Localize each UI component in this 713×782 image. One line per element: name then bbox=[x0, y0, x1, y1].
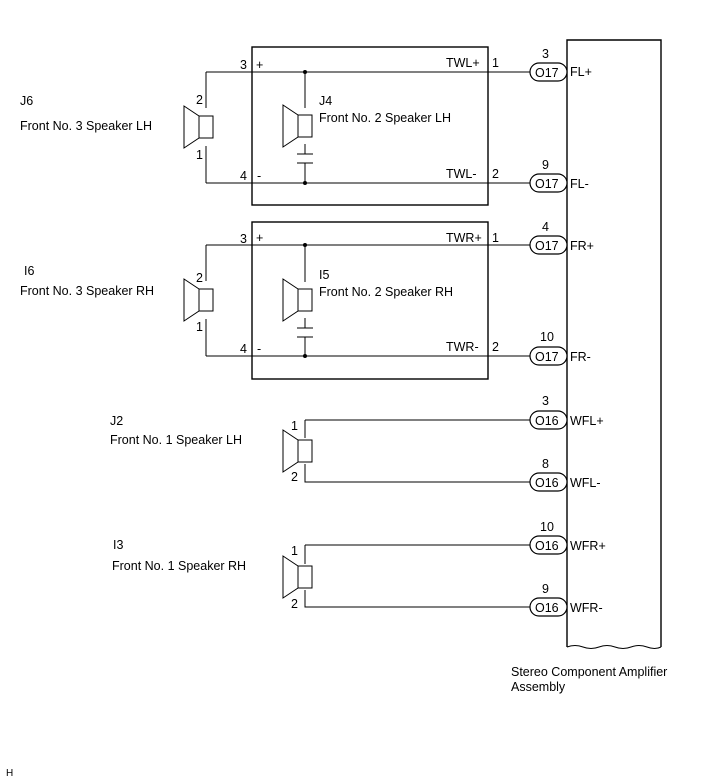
amp-terminal-label: WFR- bbox=[570, 601, 603, 615]
group-rh-woofer: I3 Front No. 1 Speaker RH 1 2 10 O16 WFR… bbox=[112, 520, 606, 617]
amp-pin: 4 bbox=[542, 220, 549, 234]
box-pin-4: 4 bbox=[240, 342, 247, 356]
amp-pin: 10 bbox=[540, 520, 554, 534]
term-pos-label: TWL+ bbox=[446, 56, 480, 70]
stereo-component-amplifier: Stereo Component Amplifier Assembly bbox=[511, 39, 667, 694]
i6-pin-top: 2 bbox=[196, 271, 203, 285]
speaker-icon bbox=[183, 278, 214, 322]
j4-speaker-box bbox=[251, 46, 489, 206]
j4-code: J4 bbox=[319, 94, 332, 108]
amplifier-label-line2: Assembly bbox=[511, 680, 566, 694]
group-lh-woofer: J2 Front No. 1 Speaker LH 1 2 3 O16 WFL+… bbox=[110, 394, 604, 492]
connector-label: O17 bbox=[535, 177, 559, 191]
term-pos-pin: 1 bbox=[492, 56, 499, 70]
amp-terminal-label: WFL- bbox=[570, 476, 601, 490]
i3-name: Front No. 1 Speaker RH bbox=[112, 559, 246, 573]
connector-label: O17 bbox=[535, 350, 559, 364]
i6-pin-bottom: 1 bbox=[196, 320, 203, 334]
connector-label: O16 bbox=[535, 539, 559, 553]
amp-pin: 9 bbox=[542, 158, 549, 172]
corner-mark: H bbox=[6, 768, 13, 779]
term-neg-pin: 2 bbox=[492, 340, 499, 354]
j2-name: Front No. 1 Speaker LH bbox=[110, 433, 242, 447]
j6-code: J6 bbox=[20, 94, 33, 108]
connector-label: O16 bbox=[535, 476, 559, 490]
amp-terminal-label: WFL+ bbox=[570, 414, 604, 428]
j6-name: Front No. 3 Speaker LH bbox=[20, 119, 152, 133]
speaker-icon bbox=[282, 278, 313, 322]
amp-terminal-label: FL- bbox=[570, 177, 589, 191]
amp-terminal-label: FR- bbox=[570, 350, 591, 364]
amp-pin: 9 bbox=[542, 582, 549, 596]
i6-code: I6 bbox=[24, 264, 34, 278]
amp-pin: 10 bbox=[540, 330, 554, 344]
term-neg-label: TWR- bbox=[446, 340, 479, 354]
box-pin-3: 3 bbox=[240, 232, 247, 246]
i5-speaker-box bbox=[251, 221, 489, 380]
amp-pin: 3 bbox=[542, 394, 549, 408]
speaker-icon bbox=[282, 429, 313, 473]
term-neg-pin: 2 bbox=[492, 167, 499, 181]
amp-terminal-label: FL+ bbox=[570, 65, 592, 79]
amp-terminal-label: WFR+ bbox=[570, 539, 606, 553]
j6-pin-bottom: 1 bbox=[196, 148, 203, 162]
term-pos-pin: 1 bbox=[492, 231, 499, 245]
j2-code: J2 bbox=[110, 414, 123, 428]
term-pos-label: TWR+ bbox=[446, 231, 482, 245]
amp-pin: 8 bbox=[542, 457, 549, 471]
j6-pin-top: 2 bbox=[196, 93, 203, 107]
box-pin-3: 3 bbox=[240, 58, 247, 72]
group-rh-tweeter: I6 Front No. 3 Speaker RH 2 1 I5 Front N… bbox=[20, 220, 594, 380]
i3-pin-top: 1 bbox=[291, 544, 298, 558]
box-plus: + bbox=[256, 231, 263, 245]
connector-label: O17 bbox=[535, 66, 559, 80]
term-neg-label: TWL- bbox=[446, 167, 477, 181]
amp-pin: 3 bbox=[542, 47, 549, 61]
i5-name: Front No. 2 Speaker RH bbox=[319, 285, 453, 299]
box-pin-4: 4 bbox=[240, 169, 247, 183]
j2-pin-bottom: 2 bbox=[291, 470, 298, 484]
speaker-icon bbox=[282, 104, 313, 148]
connector-label: O17 bbox=[535, 239, 559, 253]
connector-label: O16 bbox=[535, 601, 559, 615]
box-minus: - bbox=[257, 342, 261, 356]
box-plus: + bbox=[256, 58, 263, 72]
box-minus: - bbox=[257, 169, 261, 183]
i6-name: Front No. 3 Speaker RH bbox=[20, 284, 154, 298]
speaker-icon bbox=[282, 555, 313, 599]
i5-code: I5 bbox=[319, 268, 329, 282]
connector-label: O16 bbox=[535, 414, 559, 428]
amp-terminal-label: FR+ bbox=[570, 239, 594, 253]
amplifier-label-line1: Stereo Component Amplifier bbox=[511, 665, 667, 679]
speaker-icon bbox=[183, 105, 214, 149]
group-lh-tweeter: J6 Front No. 3 Speaker LH 2 1 J4 Front N… bbox=[20, 46, 592, 206]
i3-code: I3 bbox=[113, 538, 123, 552]
j4-name: Front No. 2 Speaker LH bbox=[319, 111, 451, 125]
i3-pin-bottom: 2 bbox=[291, 597, 298, 611]
j2-pin-top: 1 bbox=[291, 419, 298, 433]
